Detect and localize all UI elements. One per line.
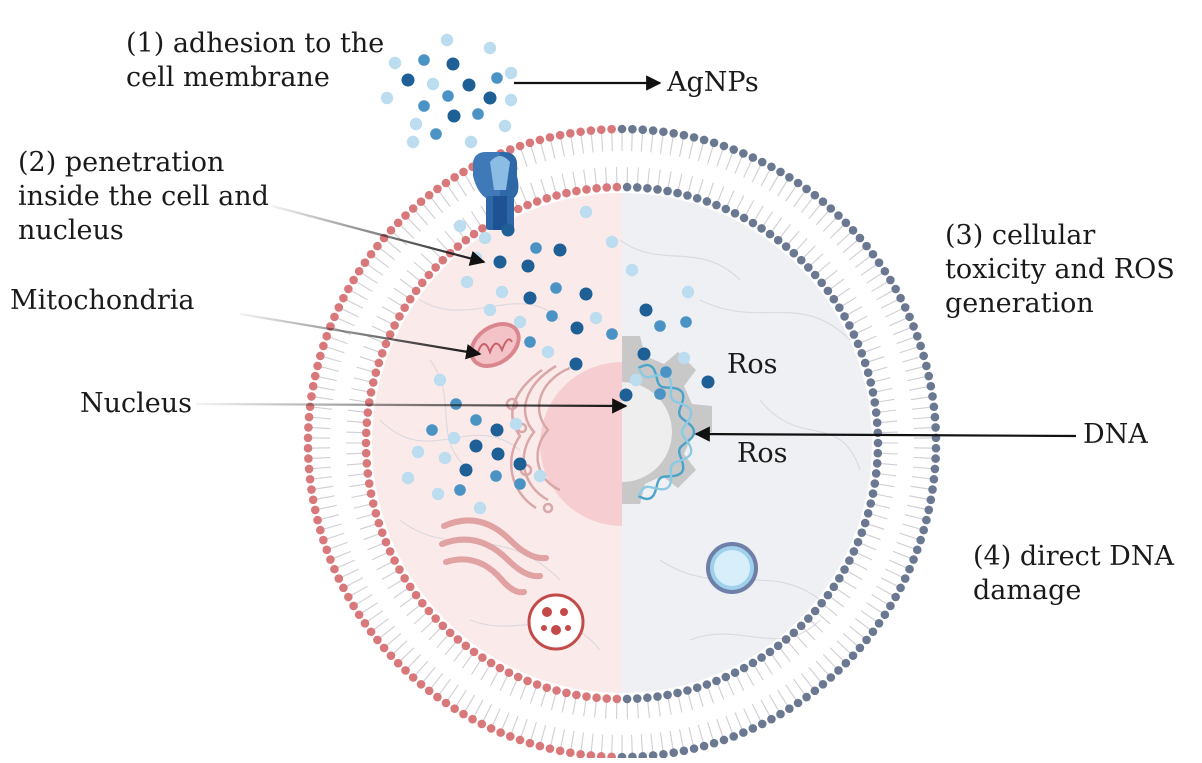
nanoparticle <box>472 108 484 120</box>
nanoparticle <box>678 352 690 364</box>
nanoparticle <box>580 206 592 218</box>
nanoparticle <box>660 366 672 378</box>
lysosome-icon <box>529 595 583 649</box>
nanoparticle <box>448 110 461 123</box>
nanoparticle <box>418 100 430 112</box>
nanoparticle <box>546 310 558 322</box>
nanoparticle <box>430 128 442 140</box>
penetration-arrow <box>272 206 484 262</box>
nanoparticle <box>407 136 419 148</box>
nanoparticle <box>439 452 451 464</box>
nanoparticle <box>496 286 508 298</box>
nanoparticle <box>465 136 477 148</box>
nanoparticle <box>502 224 515 237</box>
label-cellular-toxicity: (3) cellular toxicity and ROS generation <box>945 219 1175 321</box>
nanoparticle <box>450 398 462 410</box>
label-ros-upper: Ros <box>727 348 777 382</box>
nanoparticle <box>494 256 507 269</box>
nanoparticle <box>638 348 651 361</box>
nanoparticle <box>426 424 438 436</box>
nanoparticle <box>554 244 567 257</box>
nanoparticle <box>484 92 497 105</box>
nanoparticle <box>606 236 618 248</box>
label-nucleus: Nucleus <box>80 387 192 421</box>
nanoparticle <box>571 322 584 335</box>
nanoparticle <box>524 292 537 305</box>
nanoparticle <box>412 446 424 458</box>
label-dna-damage: (4) direct DNA damage <box>973 540 1174 608</box>
label-mitochondria: Mitochondria <box>10 284 194 318</box>
nanoparticle <box>510 418 522 430</box>
nanoparticle <box>441 34 453 46</box>
nanoparticle <box>640 304 653 317</box>
nanoparticle <box>427 78 439 90</box>
nanoparticle <box>402 472 414 484</box>
nanoparticle <box>447 58 460 71</box>
nanoparticle <box>654 388 666 400</box>
nanoparticle <box>530 242 542 254</box>
label-dna: DNA <box>1083 418 1148 452</box>
nanoparticle <box>432 488 444 500</box>
nanoparticle <box>460 464 473 477</box>
nanoparticle <box>491 72 503 84</box>
nanoparticle <box>492 448 505 461</box>
nanoparticle <box>680 316 692 328</box>
nanoparticle <box>484 304 496 316</box>
nanoparticle <box>654 320 666 332</box>
nanoparticle <box>479 232 491 244</box>
nanoparticle <box>402 74 415 87</box>
nanoparticle <box>626 264 638 276</box>
vesicle-icon <box>708 544 756 592</box>
nanoparticle <box>454 484 466 496</box>
nanoparticle <box>590 312 602 324</box>
nanoparticle <box>570 358 583 371</box>
nanoparticle <box>514 478 526 490</box>
nanoparticle <box>463 79 476 92</box>
nanoparticle <box>580 288 593 301</box>
nanoparticle <box>524 336 536 348</box>
nanoparticle <box>470 414 482 426</box>
label-ros-lower: Ros <box>737 437 787 471</box>
nanoparticle <box>490 470 502 482</box>
nanoparticle <box>682 286 694 298</box>
nanoparticle <box>702 376 715 389</box>
nanoparticle <box>620 389 633 402</box>
nanoparticle <box>514 458 527 471</box>
nanoparticle <box>606 328 618 340</box>
nanoparticle <box>410 118 422 130</box>
nanoparticle <box>484 42 496 54</box>
nanoparticle <box>522 260 535 273</box>
nanoparticle <box>389 57 401 69</box>
nanoparticle <box>542 346 554 358</box>
nanoparticle <box>418 54 430 66</box>
label-penetration: (2) penetration inside the cell and nucl… <box>18 146 269 248</box>
nanoparticle <box>434 374 446 386</box>
nanoparticle <box>454 220 466 232</box>
nanoparticle <box>534 470 546 482</box>
nanoparticle <box>491 424 504 437</box>
nanoparticle <box>514 316 526 328</box>
nanoparticle <box>630 374 642 386</box>
nanoparticle <box>448 432 460 444</box>
nanoparticle <box>505 67 517 79</box>
nanoparticle <box>505 94 517 106</box>
nanoparticle <box>442 90 454 102</box>
nanoparticle <box>499 120 511 132</box>
label-adhesion: (1) adhesion to the cell membrane <box>126 27 384 95</box>
nanoparticle <box>461 276 473 288</box>
label-agnps: AgNPs <box>667 66 759 100</box>
ion-channel-icon <box>473 152 518 230</box>
nanoparticle <box>474 502 486 514</box>
nanoparticle <box>550 282 562 294</box>
nanoparticle <box>470 440 483 453</box>
